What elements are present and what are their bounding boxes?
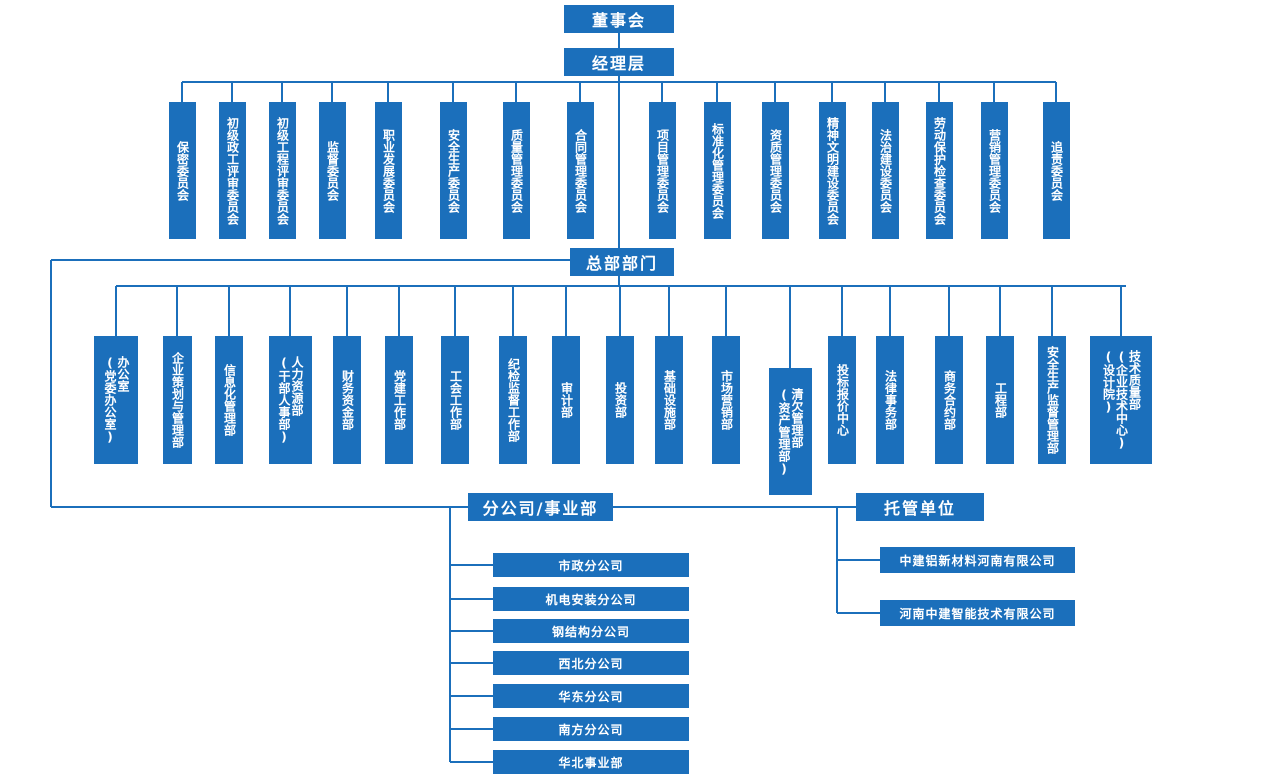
committee-box: 精神文明建设委员会: [818, 102, 846, 239]
hq-departments-box: 总部部门: [570, 248, 674, 276]
committee-box: 标准化管理委员会: [703, 102, 731, 239]
committee-box: 资质管理委员会: [761, 102, 789, 239]
branch-box: 华东分公司: [493, 684, 689, 708]
department-box: 市场营销部: [712, 336, 740, 464]
branch-box: 钢结构分公司: [493, 619, 689, 643]
department-box: 工程部: [986, 336, 1014, 464]
department-box: 办公室 (党委办公室): [94, 336, 138, 464]
committee-box: 保密委员会: [168, 102, 196, 239]
committee-box: 项目管理委员会: [648, 102, 676, 239]
trust-box: 河南中建智能技术有限公司: [880, 600, 1075, 626]
trust-header-box: 托管单位: [856, 493, 984, 521]
department-box: 党建工作部: [385, 336, 413, 464]
department-box: 法律事务部: [876, 336, 904, 464]
committee-box: 监督委员会: [318, 102, 346, 239]
committee-box: 营销管理委员会: [980, 102, 1008, 239]
branch-box: 机电安装分公司: [493, 587, 689, 611]
trust-box: 中建铝新材料河南有限公司: [880, 547, 1075, 573]
branch-box: 西北分公司: [493, 651, 689, 675]
department-box: 清欠管理部 (资产管理部): [768, 368, 812, 495]
department-box: 审计部: [552, 336, 580, 464]
department-box: 基础设施部: [655, 336, 683, 464]
branch-box: 华北事业部: [493, 750, 689, 774]
department-box: 信息化管理部: [215, 336, 243, 464]
committee-box: 初级政工评审委员会: [218, 102, 246, 239]
department-box: 投资部: [606, 336, 634, 464]
department-box: 纪检监督工作部: [499, 336, 527, 464]
committee-box: 合同管理委员会: [566, 102, 594, 239]
department-box: 财务资金部: [333, 336, 361, 464]
department-box: 企业策划与管理部: [162, 336, 192, 464]
branch-header-box: 分公司/事业部: [468, 493, 613, 521]
branch-box: 市政分公司: [493, 553, 689, 577]
management-box: 经理层: [564, 48, 674, 76]
committee-box: 安全生产委员会: [439, 102, 467, 239]
department-box: 人力资源部 (干部人事部): [268, 336, 312, 464]
department-box: 工会工作部: [441, 336, 469, 464]
committee-box: 法治建设委员会: [871, 102, 899, 239]
department-box: 投标报价中心: [828, 336, 856, 464]
committee-box: 劳动保护检查委员会: [925, 102, 953, 239]
department-box: 商务合约部: [935, 336, 963, 464]
committee-box: 初级工程评审委员会: [268, 102, 296, 239]
branch-box: 南方分公司: [493, 717, 689, 741]
department-box: 安全生产监督管理部: [1038, 336, 1066, 464]
committee-box: 追责委员会: [1042, 102, 1070, 239]
committee-box: 职业发展委员会: [374, 102, 402, 239]
committee-box: 质量管理委员会: [502, 102, 530, 239]
department-box: 技术质量部 (企业技术中心) (设计院): [1090, 336, 1152, 464]
board-box: 董事会: [564, 5, 674, 33]
